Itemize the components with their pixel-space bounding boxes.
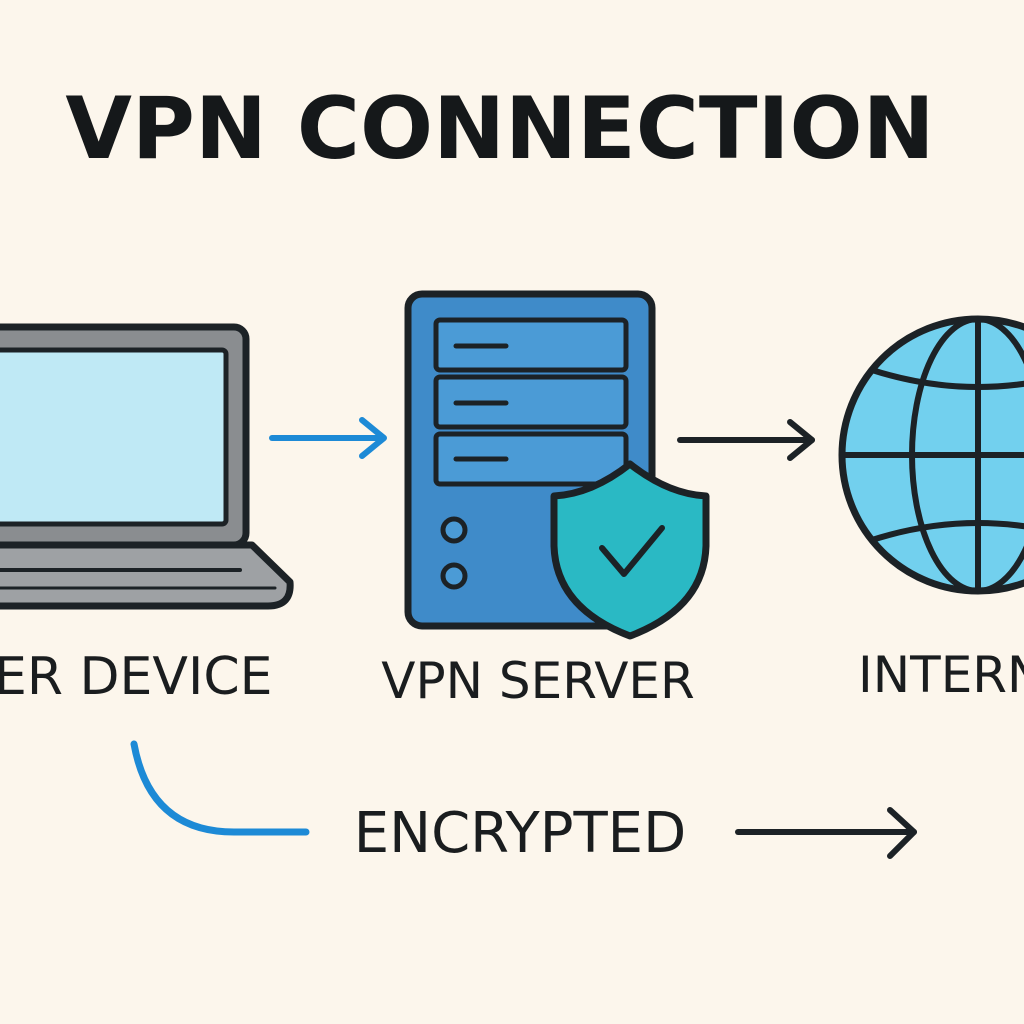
arrow-device-to-server (269, 417, 387, 459)
internet-label: INTERN (858, 646, 1024, 704)
laptop-icon (0, 323, 294, 610)
shield-check-icon (550, 460, 710, 640)
diagram-title: VPN CONNECTION (65, 79, 934, 179)
arrow-encrypted (735, 807, 917, 859)
globe-icon (838, 315, 1024, 595)
device-label: ER DEVICE (0, 647, 272, 707)
encrypted-tunnel-curve (130, 740, 310, 836)
server-label: VPN SERVER (381, 652, 695, 710)
server-icon (404, 290, 656, 630)
arrow-server-to-internet (677, 419, 815, 461)
encrypted-label: ENCRYPTED (354, 801, 686, 866)
